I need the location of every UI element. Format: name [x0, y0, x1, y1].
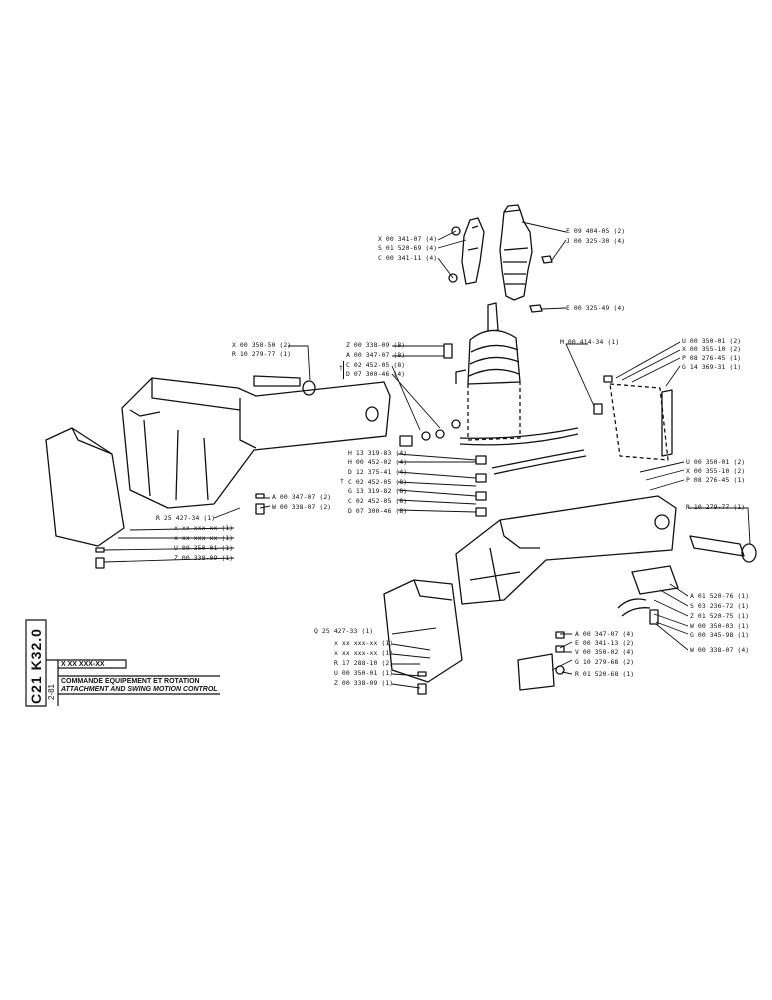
right-upper-label-4: G 14 369-31 (1)	[682, 363, 742, 371]
bracket-line-1	[343, 361, 344, 379]
center-upper-label-2: A 00 347-07 (8)	[346, 351, 406, 359]
left-mid-label-2: W 00 338-07 (2)	[272, 503, 332, 511]
right-upper-label-3: P 08 276-45 (1)	[682, 354, 742, 362]
right-upper-label-2: X 00 355-10 (2)	[682, 345, 742, 353]
center-lower-label-2: H 00 452-02 (4)	[348, 458, 408, 466]
left-armrest-console-drawing	[45, 375, 391, 547]
right-r-label: R 10 279-77 (1)	[686, 503, 746, 511]
left-lower-label-2: x xx xxx-xx (1)	[174, 524, 234, 532]
center-lower-label-3: D 12 375-41 (4)	[348, 468, 408, 476]
right-bracket-label-3: Z 01 520-75 (1)	[690, 612, 750, 620]
bottom-left-label-3: x xx xxx-xx (1)	[334, 649, 394, 657]
control-valve-drawing	[455, 302, 521, 441]
center-lower-label-7: D 07 300-46 (8)	[348, 507, 408, 515]
right-mid-label-1: U 00 350-01 (2)	[686, 458, 746, 466]
hydraulic-hoses-drawing	[459, 427, 587, 475]
bottom-center-label-5: R 01 520-68 (1)	[575, 670, 635, 678]
part-reference: X XX XXX-XX	[61, 661, 105, 668]
center-lower-label-5: G 13 319-82 (8)	[348, 487, 408, 495]
grip-label-2: S 01 520-69 (4)	[378, 244, 438, 252]
bottom-center-label-4: G 10 279-68 (2)	[575, 658, 635, 666]
left-lower-label-3: x xx xxx-xx (1)	[174, 534, 234, 542]
bottom-left-label-1: Q 25 427-33 (1)	[314, 627, 374, 635]
title-french: COMMANDE EQUIPEMENT ET ROTATION	[61, 678, 200, 685]
right-bracket-label-6: W 00 338-07 (4)	[690, 646, 750, 654]
center-upper-label-1: Z 00 338-09 (8)	[346, 341, 406, 349]
grip-label-6: E 00 325-49 (4)	[566, 304, 626, 312]
center-lower-label-1: H 13 319-83 (4)	[348, 449, 408, 457]
left-lower-label-5: Z 00 338-09 (1)	[174, 554, 234, 562]
right-bracket-label-1: A 01 520-76 (1)	[690, 592, 750, 600]
pin-label-2: R 10 279-77 (1)	[232, 350, 292, 358]
left-lower-label-4: U 00 350-01 (1)	[174, 544, 234, 552]
center-lower-label-6: C 02 452-05 (8)	[348, 497, 408, 505]
right-upper-label-1: U 00 350-01 (2)	[682, 337, 742, 345]
joystick-grip-drawing	[448, 204, 553, 313]
grip-label-1: X 00 341-07 (4)	[378, 235, 438, 243]
right-armrest-console-drawing	[383, 383, 757, 691]
dagger-mark-2: †	[340, 477, 344, 485]
center-lower-label-4: C 02 452-05 (8)	[348, 478, 408, 486]
right-mid-label-2: X 00 355-10 (2)	[686, 467, 746, 475]
left-lower-label-1: R 25 427-34 (1)	[156, 514, 216, 522]
sheet-code: C21 K32.0	[28, 628, 44, 704]
left-mid-label-1: A 00 347-07 (2)	[272, 493, 332, 501]
grip-label-5: J 00 325-30 (4)	[566, 237, 626, 245]
leader-lines	[103, 221, 751, 689]
bottom-left-label-4: R 17 288-10 (2)	[334, 659, 394, 667]
m-label: M 00 414-34 (1)	[560, 338, 620, 346]
bottom-center-label-3: V 00 350-02 (4)	[575, 648, 635, 656]
title-block-box	[25, 619, 220, 707]
center-upper-label-4: D 07 300-46 (4)	[346, 370, 406, 378]
right-bracket-label-4: W 00 350-03 (1)	[690, 622, 750, 630]
grip-label-3: C 00 341-11 (4)	[378, 254, 438, 262]
grip-label-4: E 09 404-05 (2)	[566, 227, 626, 235]
pin-label-1: X 00 350-50 (2)	[232, 341, 292, 349]
right-mid-label-3: P 08 276-45 (1)	[686, 476, 746, 484]
title-english: ATTACHMENT AND SWING MOTION CONTROL	[61, 686, 218, 693]
bottom-left-label-2: x xx xxx-xx (1)	[334, 639, 394, 647]
bottom-left-label-5: U 00 350-01 (1)	[334, 669, 394, 677]
date-code: 2-81	[47, 683, 56, 700]
right-bracket-label-2: S 03 236-72 (1)	[690, 602, 750, 610]
right-bracket-label-5: G 00 345-98 (1)	[690, 631, 750, 639]
bottom-center-label-2: E 00 341-13 (2)	[575, 639, 635, 647]
fasteners-drawing	[95, 343, 659, 695]
bottom-left-label-6: Z 00 338-09 (1)	[334, 679, 394, 687]
center-upper-label-3: C 02 452-05 (8)	[346, 361, 406, 369]
dagger-mark-1: †	[339, 364, 343, 372]
bottom-center-label-1: A 00 347-07 (4)	[575, 630, 635, 638]
